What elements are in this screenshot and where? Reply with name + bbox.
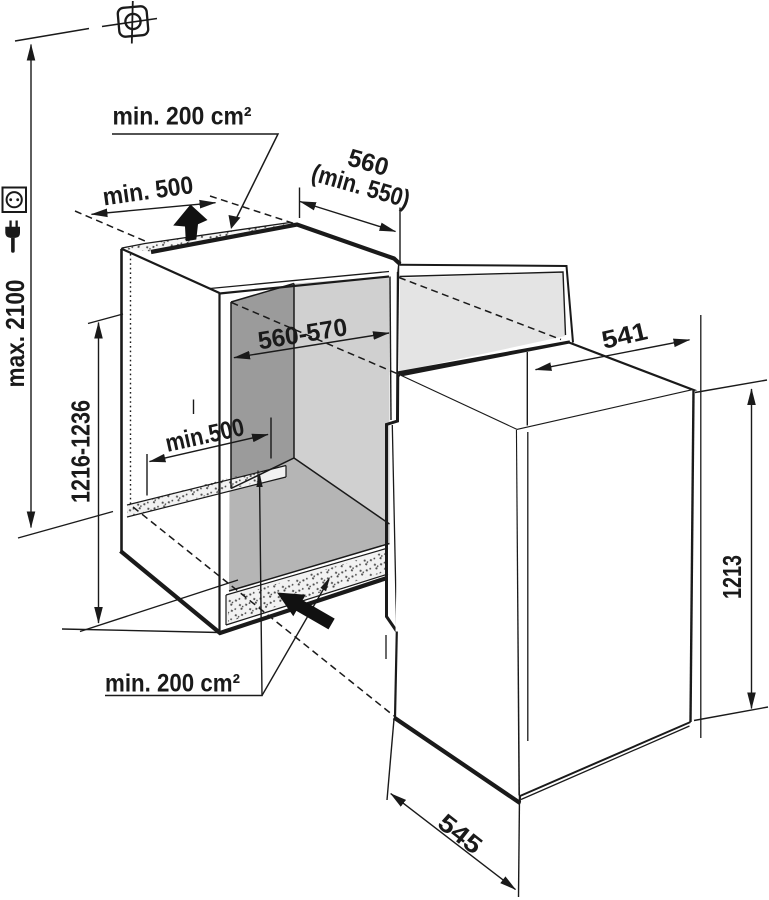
svg-text:min. 200 cm²: min. 200 cm² [105, 670, 240, 698]
svg-text:max. 2100: max. 2100 [0, 280, 30, 388]
svg-text:1213: 1213 [717, 555, 747, 599]
svg-text:min. 200 cm²: min. 200 cm² [113, 103, 252, 131]
svg-text:1216-1236: 1216-1236 [65, 400, 95, 503]
